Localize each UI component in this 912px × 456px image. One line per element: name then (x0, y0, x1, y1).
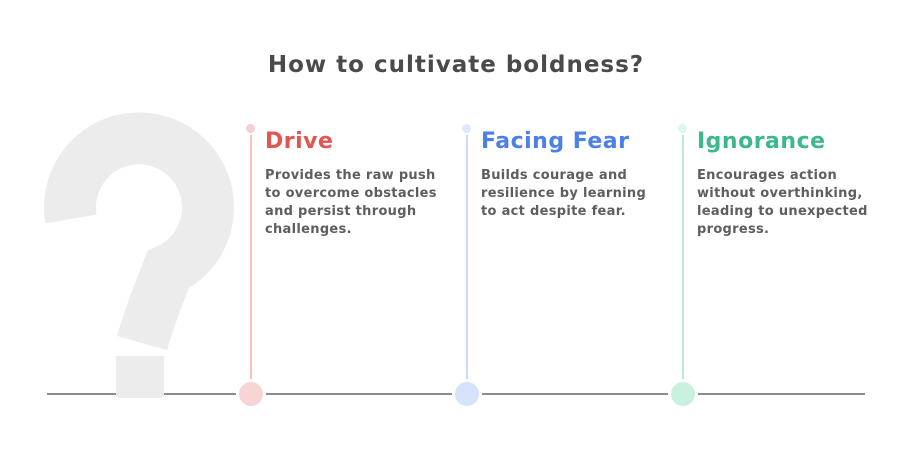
question-mark-icon (44, 112, 234, 398)
ignorance-connector-line (682, 129, 684, 394)
facing-fear-connector-line (466, 129, 468, 394)
drive-description: Provides the raw push to overcome obstac… (265, 168, 437, 237)
page-title: How to cultivate boldness? (267, 52, 645, 78)
ignorance-top-dot (676, 122, 689, 135)
drive-top-dot (244, 122, 257, 135)
ignorance-heading: Ignorance (697, 129, 826, 154)
drive-heading: Drive (265, 129, 334, 154)
drive-text-block: Drive Provides the raw push to overcome … (265, 129, 465, 239)
drive-connector-line (250, 129, 252, 394)
facing-fear-baseline-dot (452, 379, 482, 409)
question-mark-dot (116, 356, 164, 398)
facing-fear-top-dot (460, 122, 473, 135)
ignorance-baseline-dot (668, 379, 698, 409)
ignorance-description: Encourages action without overthinking, … (697, 168, 868, 237)
question-mark-hook (44, 112, 234, 351)
facing-fear-heading: Facing Fear (481, 129, 630, 154)
facing-fear-description: Builds courage and resilience by learnin… (481, 168, 647, 219)
drive-baseline-dot (236, 379, 266, 409)
facing-fear-text-block: Facing Fear Builds courage and resilienc… (481, 129, 681, 221)
ignorance-text-block: Ignorance Encourages action without over… (697, 129, 897, 239)
